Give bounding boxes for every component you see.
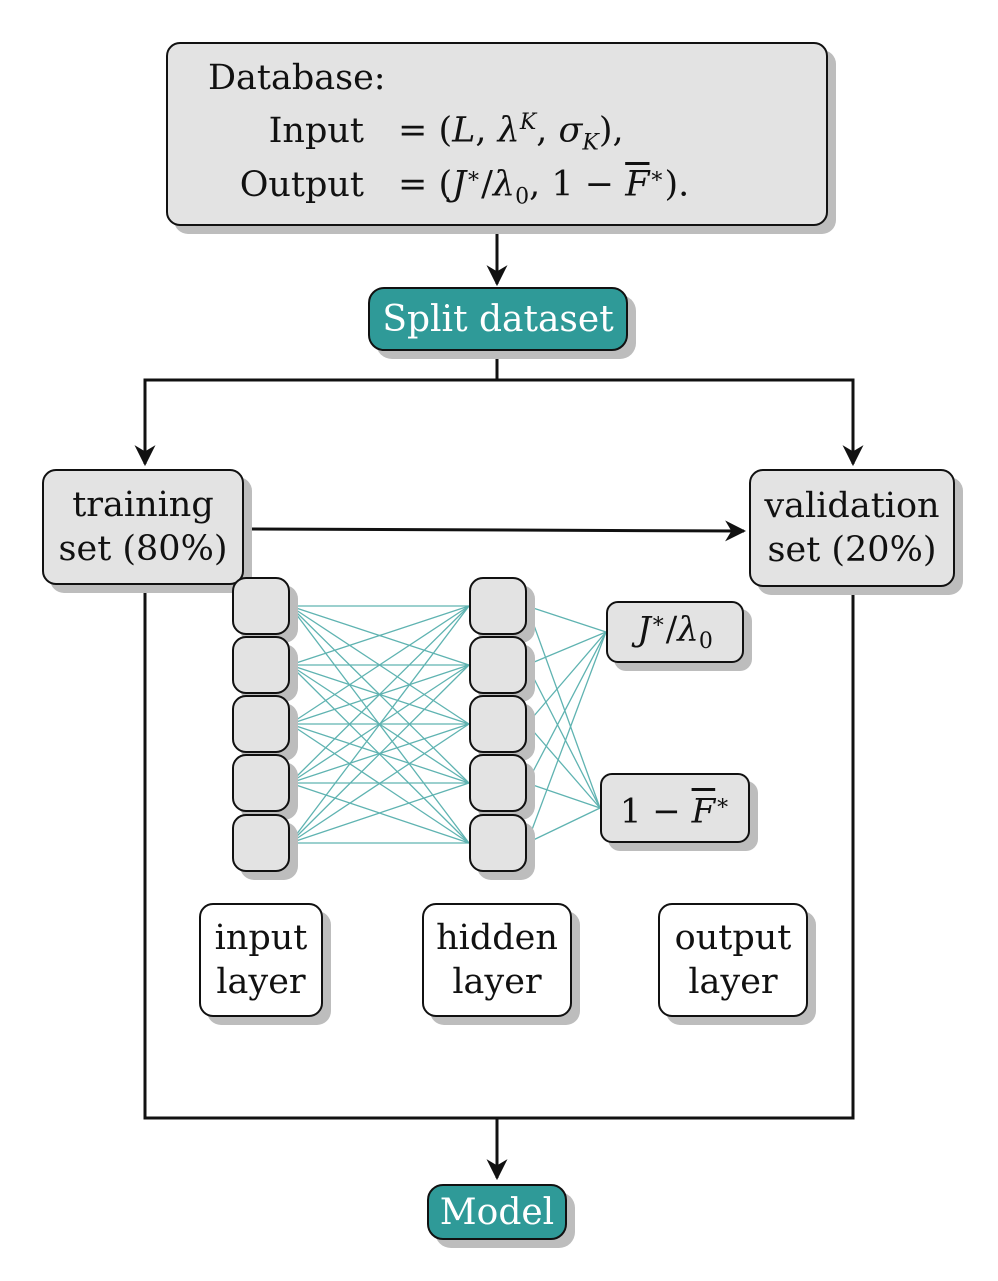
input-hidden-connection (289, 664, 470, 844)
database-output-label: Output (239, 164, 364, 205)
validation-set-line1: validation (764, 486, 940, 526)
output-node-complement: 1 − F∗ (600, 773, 750, 843)
hidden-neuron (469, 636, 527, 694)
input-hidden-connection (289, 723, 470, 844)
database-input-label: Input (268, 110, 364, 151)
database-input-value: = (L, λK, σK), (398, 110, 624, 156)
hidden-neuron (469, 754, 527, 812)
arrow-training-to-validation (242, 520, 747, 542)
hidden-output-connection (526, 605, 607, 633)
output-layer-line1: output (674, 918, 792, 958)
database-box: Database: Input = (L, λK, σK), Output = (J… (166, 42, 828, 226)
hidden-output-connection (526, 782, 601, 809)
hidden-neuron (469, 695, 527, 753)
hidden-output-connection (526, 807, 601, 844)
output-layer-line2: layer (688, 962, 778, 1002)
hidden-layer-line2: layer (452, 962, 542, 1002)
output-layer-label: output layer (658, 903, 808, 1017)
output-node-ratio: J∗/λ0 (606, 601, 744, 663)
hidden-output-connection (526, 631, 607, 725)
hidden-output-connection (526, 605, 601, 809)
training-set-box: training set (80%) (42, 469, 244, 585)
arrow-split-to-training (134, 352, 499, 467)
database-title: Database: (208, 58, 386, 98)
database-output-row: Output = (J∗/λ0, 1 − F∗). (180, 164, 690, 210)
input-neuron (232, 577, 290, 635)
hidden-neuron (469, 577, 527, 635)
validation-set-line2: set (20%) (767, 530, 937, 570)
input-hidden-connection (289, 605, 470, 725)
input-hidden-connection (289, 605, 470, 844)
training-set-line1: training (72, 485, 214, 525)
hidden-output-connection (526, 664, 601, 809)
hidden-layer-line1: hidden (436, 918, 558, 958)
hidden-output-connection (526, 723, 601, 809)
arrow-split-to-validation (497, 378, 864, 467)
hidden-output-connection (526, 631, 607, 784)
network-connections (289, 605, 607, 844)
input-hidden-connection (289, 605, 470, 666)
input-neuron (232, 695, 290, 753)
training-set-line2: set (80%) (58, 529, 228, 569)
database-output-value: = (J∗/λ0, 1 − F∗). (398, 164, 690, 210)
split-dataset-box: Split dataset (368, 287, 628, 351)
input-neuron (232, 636, 290, 694)
hidden-output-connection (526, 631, 607, 666)
hidden-layer-label: hidden layer (422, 903, 572, 1017)
input-layer-line2: layer (216, 962, 306, 1002)
validation-set-box: validation set (20%) (749, 469, 955, 587)
model-box: Model (427, 1184, 567, 1240)
input-layer-label: input layer (199, 903, 323, 1017)
input-neuron (232, 814, 290, 872)
line-training-to-model (143, 585, 497, 1120)
input-hidden-connection (289, 605, 470, 784)
input-neuron (232, 754, 290, 812)
line-validation-to-model (497, 590, 855, 1120)
hidden-output-connection (526, 631, 607, 844)
input-layer-line1: input (214, 918, 308, 958)
input-hidden-connection (289, 782, 470, 844)
hidden-neuron (469, 814, 527, 872)
database-input-row: Input = (L, λK, σK), (180, 110, 624, 156)
